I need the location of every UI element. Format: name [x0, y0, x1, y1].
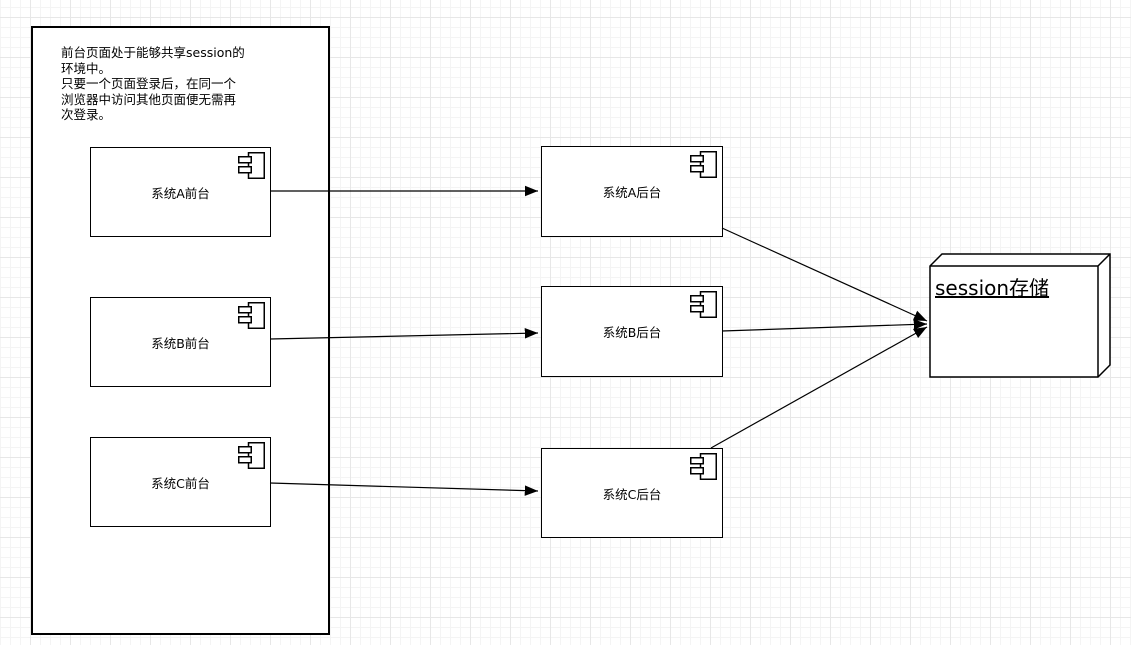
note-line: 前台页面处于能够共享session的 — [61, 45, 245, 60]
arrow-b-frontend-to-b-backend[interactable] — [269, 328, 539, 340]
component-label: 系统B前台 — [151, 335, 210, 351]
session-storage-node[interactable]: session存储 — [929, 252, 1113, 380]
note-text: 前台页面处于能够共享session的 环境中。 只要一个页面登录后，在同一个 浏… — [61, 45, 311, 123]
cube-shape — [929, 253, 1111, 378]
note-line: 浏览器中访问其他页面便无需再 — [61, 91, 237, 107]
component-label: 系统C前台 — [151, 475, 210, 491]
shared-session-environment-container[interactable]: 前台页面处于能够共享session的 环境中。 只要一个页面登录后，在同一个 浏… — [31, 26, 330, 635]
component-system-b-frontend[interactable]: 系统B前台 — [90, 297, 271, 387]
arrow-a-backend-to-session-storage[interactable] — [721, 227, 928, 322]
component-label: 系统A后台 — [602, 185, 662, 200]
storage-label: session存储 — [935, 276, 1050, 300]
component-system-a-backend[interactable]: 系统A后台 — [541, 146, 723, 237]
uml-component-icon — [690, 151, 717, 178]
uml-component-icon — [238, 302, 265, 329]
component-system-a-frontend[interactable]: 系统A前台 — [90, 147, 271, 237]
component-system-c-frontend[interactable]: 系统C前台 — [90, 437, 271, 527]
arrow-c-backend-to-session-storage[interactable] — [710, 326, 928, 449]
uml-component-icon — [238, 152, 265, 179]
component-system-c-backend[interactable]: 系统C后台 — [541, 448, 723, 538]
component-system-b-backend[interactable]: 系统B后台 — [541, 286, 723, 377]
note-line: 环境中。 — [61, 60, 112, 76]
note-line: 只要一个页面登录后，在同一个 — [61, 76, 237, 91]
uml-component-icon — [690, 453, 717, 480]
arrow-b-backend-to-session-storage[interactable] — [721, 319, 928, 332]
component-label: 系统A前台 — [151, 185, 210, 201]
uml-component-icon — [238, 442, 265, 469]
arrow-c-frontend-to-c-backend[interactable] — [269, 482, 539, 496]
component-label: 系统C后台 — [602, 486, 662, 502]
uml-component-icon — [690, 291, 717, 318]
note-line: 次登录。 — [61, 107, 112, 122]
component-label: 系统B后台 — [602, 325, 662, 340]
